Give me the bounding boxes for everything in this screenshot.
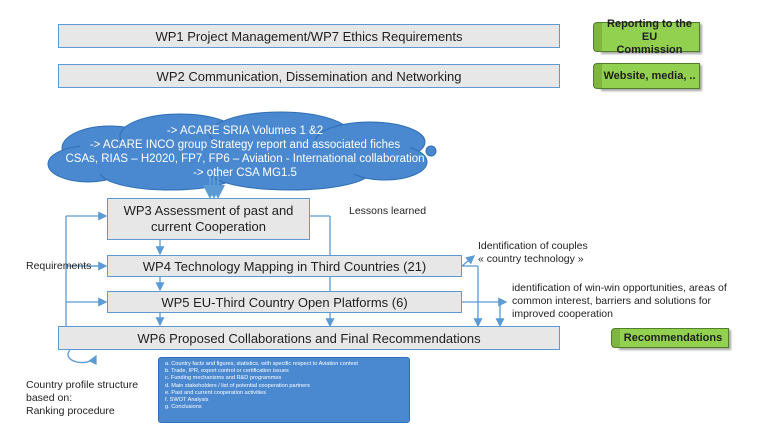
country-profile-label: Country profile structure based on: Rank… (26, 379, 138, 418)
checklist-item: f. SWOT Analysis (165, 397, 209, 404)
wp2-box: WP2 Communication, Dissemination and Net… (58, 64, 560, 88)
profile-line2: based on: (26, 392, 73, 404)
wp4-box: WP4 Technology Mapping in Third Countrie… (107, 255, 462, 277)
lessons-learned-label: Lessons learned (349, 205, 427, 217)
winwin-line3: improved cooperation (512, 308, 613, 320)
country-profile-checklist: a. Country facts and figures, statistics… (158, 357, 410, 423)
winwin-line1: identification of win-win opportunities,… (512, 282, 727, 294)
couples-line1: Identification of couples (478, 240, 588, 252)
winwin-label: identification of win-win opportunities,… (512, 282, 727, 321)
cloud-line-1: -> ACARE SRIA Volumes 1 &2 (166, 125, 324, 137)
reporting-tag-line1: Reporting to the EU (607, 17, 692, 43)
checklist-item: b. Trade, IPR, export control or certifi… (165, 368, 289, 375)
wp5-label: WP5 EU-Third Country Open Platforms (6) (161, 294, 408, 310)
wp6-box: WP6 Proposed Collaborations and Final Re… (58, 326, 560, 350)
checklist-item: a. Country facts and figures, statistics… (165, 361, 358, 367)
cloud-line-2: -> ACARE INCO group Strategy report and … (89, 139, 401, 151)
cloud-to-wp3-arrows (203, 174, 225, 199)
winwin-line2: common interest, barriers and solutions … (512, 295, 712, 307)
reporting-tag-line2: Commission (616, 43, 683, 56)
reporting-tag: Reporting to the EU Commission (593, 18, 700, 56)
couples-line2: « country technology » (478, 253, 584, 265)
checklist-item: g. Conclusions (165, 404, 202, 411)
wp1-box: WP1 Project Management/WP7 Ethics Requir… (58, 24, 560, 48)
recommendations-tag: Recommendations (611, 328, 729, 348)
cloud-line-4: -> other CSA MG1.5 (193, 167, 297, 179)
checklist-item: c. Funding mechanisms and R&D programmes (165, 375, 282, 382)
checklist-item: e. Past and current cooperation activiti… (165, 389, 267, 396)
wp3-label-line2: current Cooperation (151, 219, 266, 234)
profile-line3: Ranking procedure (26, 405, 115, 417)
wp1-label: WP1 Project Management/WP7 Ethics Requir… (155, 28, 463, 44)
profile-line1: Country profile structure (26, 379, 139, 391)
website-tag: Website, media, .. (593, 63, 700, 89)
wp3-box: WP3 Assessment of past and current Coope… (107, 198, 310, 240)
requirements-loop-arrows (65, 211, 165, 366)
sources-cloud (47, 111, 437, 191)
cloud-text: -> ACARE SRIA Volumes 1 &2 -> ACARE INCO… (60, 124, 430, 180)
wp4-label: WP4 Technology Mapping in Third Countrie… (142, 258, 427, 274)
wp5-box: WP5 EU-Third Country Open Platforms (6) (107, 291, 462, 313)
recommendations-tag-label: Recommendations (623, 331, 723, 344)
checklist-item: d. Main stakeholders / list of potential… (165, 382, 310, 389)
wp3-label-line1: WP3 Assessment of past and (123, 203, 294, 218)
wp2-label: WP2 Communication, Dissemination and Net… (156, 68, 462, 84)
wp6-label: WP6 Proposed Collaborations and Final Re… (137, 330, 481, 346)
website-tag-label: Website, media, .. (603, 69, 696, 82)
cloud-line-3: CSAs, RIAS – H2020, FP7, FP6 – Aviation … (65, 153, 425, 165)
requirements-label: Requirements (26, 260, 92, 272)
couples-label: Identification of couples « country tech… (478, 240, 588, 266)
